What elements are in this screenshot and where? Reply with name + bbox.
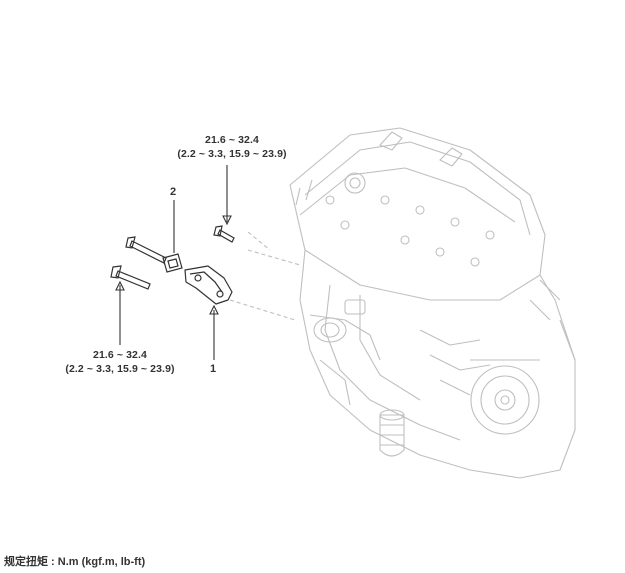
clip-part-2 <box>162 253 183 273</box>
lower-bolt <box>110 265 151 290</box>
top-torque-value: 21.6 ~ 32.4 <box>205 134 259 146</box>
arrow-up-icon <box>115 280 125 291</box>
leader-lines <box>115 165 232 360</box>
part-number-1: 1 <box>210 363 217 375</box>
bottom-torque-value: 21.6 ~ 32.4 <box>93 349 147 361</box>
torque-unit-legend: 规定扭矩 : N.m (kgf.m, lb-ft) <box>4 556 146 568</box>
part-number-2: 2 <box>170 186 177 198</box>
small-bolt <box>213 225 235 243</box>
arrow-up-icon <box>209 304 219 315</box>
bottom-torque-detail: (2.2 ~ 3.3, 15.9 ~ 23.9) <box>65 363 175 375</box>
upper-bolt <box>125 236 167 264</box>
arrow-down-icon <box>222 215 232 226</box>
engine-block-illustration <box>229 127 576 479</box>
bracket-part-1 <box>184 265 233 305</box>
top-torque-detail: (2.2 ~ 3.3, 15.9 ~ 23.9) <box>177 148 287 160</box>
